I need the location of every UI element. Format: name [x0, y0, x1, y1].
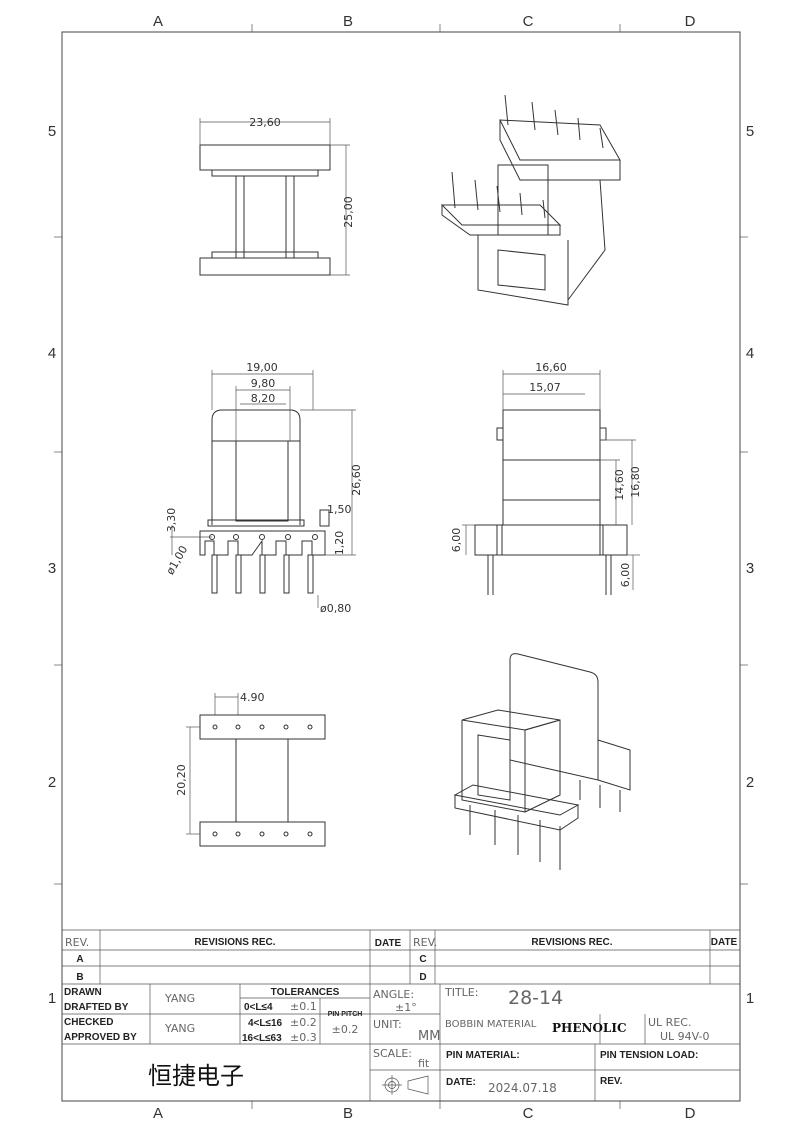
side-view — [462, 370, 640, 595]
tol2-range: 4<L≤16 — [248, 1018, 283, 1029]
pin-pitch-val: ±0.2 — [332, 1023, 359, 1036]
drafted-by-label: DRAFTED BY — [64, 1002, 129, 1013]
checked-label: CHECKED — [64, 1017, 113, 1028]
row-label-left: 4 — [48, 345, 56, 362]
rev-a: A — [76, 954, 83, 965]
rev-b: B — [76, 972, 83, 983]
column-label-bottom: B — [343, 1105, 353, 1122]
unit-label: UNIT: — [373, 1018, 402, 1031]
angle-label: ANGLE: — [373, 988, 414, 1001]
bobbin-material-value: PHENOLIC — [552, 1021, 627, 1035]
pin-pitch-label: PIN PITCH — [328, 1011, 363, 1018]
projection-symbol-icon — [382, 1075, 429, 1095]
rev-header-right: REV. — [413, 936, 437, 949]
column-label-top: D — [685, 13, 696, 30]
dim-top-width: 23,60 — [249, 116, 281, 129]
approved-name: YANG — [164, 1022, 195, 1035]
dim-pin-hole: ø1,00 — [164, 543, 191, 577]
row-label-right: 1 — [746, 990, 754, 1007]
row-label-left: 3 — [48, 560, 56, 577]
title-label: TITLE: — [444, 986, 478, 999]
row-label-right: 4 — [746, 345, 754, 362]
rev-field-label: REV. — [600, 1076, 623, 1087]
bottom-view — [186, 693, 326, 847]
frame-ticks — [54, 24, 748, 1109]
drawing-border — [61, 31, 741, 1102]
row-label-left: 2 — [48, 774, 56, 791]
row-label-left: 5 — [48, 123, 56, 140]
pin-material-label: PIN MATERIAL: — [446, 1050, 520, 1061]
unit-val: MM — [418, 1029, 440, 1044]
dim-side-left-offset: 6,00 — [450, 528, 463, 553]
rev-header-left: REV. — [65, 936, 89, 949]
dim-side-right-offset: 6,00 — [619, 563, 632, 588]
column-label-top: A — [153, 13, 163, 30]
column-label-bottom: D — [685, 1105, 696, 1122]
tolerances-label: TOLERANCES — [271, 987, 340, 998]
ul-rec-label: UL REC. — [648, 1016, 691, 1029]
row-label-right: 2 — [746, 774, 754, 791]
row-label-left: 1 — [48, 990, 56, 1007]
front-view — [170, 370, 356, 608]
column-label-bottom: C — [523, 1105, 534, 1122]
drawn-label: DRAWN — [64, 987, 102, 998]
scale-label: SCALE: — [373, 1047, 412, 1060]
angle-val: ±1° — [395, 1001, 417, 1014]
column-label-bottom: A — [153, 1105, 163, 1122]
column-label-top: B — [343, 13, 353, 30]
dim-front-inner1: 9,80 — [251, 377, 276, 390]
bobbin-material-label: BOBBIN MATERIAL — [445, 1019, 537, 1030]
tol1-val: ±0.1 — [290, 1000, 317, 1013]
date-value: 2024.07.18 — [488, 1081, 557, 1095]
dim-bottom-span: 20,20 — [175, 764, 188, 796]
dim-tab-width: 1,50 — [327, 503, 352, 516]
dim-bottom-pitch: 4.90 — [240, 691, 265, 704]
scale-val: fit — [418, 1057, 430, 1070]
date-header-left: DATE — [375, 938, 402, 949]
column-label-top: C — [523, 13, 534, 30]
dim-side-width: 16,60 — [535, 361, 567, 374]
date-field-label: DATE: — [446, 1077, 476, 1088]
rev-d: D — [419, 972, 426, 983]
revisions-header-right: REVISIONS REC. — [531, 937, 612, 948]
dim-side-h2: 16,80 — [629, 466, 642, 498]
title-value: 28-14 — [508, 987, 563, 1009]
dim-side-h1: 14,60 — [613, 469, 626, 501]
tol3-val: ±0.3 — [290, 1031, 317, 1044]
pin-tension-label: PIN TENSION LOAD: — [600, 1050, 698, 1061]
dim-top-height: 25,00 — [342, 196, 355, 228]
dim-front-height: 26,60 — [350, 464, 363, 496]
top-view — [199, 118, 350, 276]
dim-side-inner: 15,07 — [529, 381, 561, 394]
drafted-name: YANG — [164, 992, 195, 1005]
tol3-range: 16<L≤63 — [242, 1033, 282, 1044]
ul-rec-value: UL 94V-0 — [660, 1030, 710, 1043]
dim-base-height: 3,30 — [165, 508, 178, 533]
tol2-val: ±0.2 — [290, 1016, 317, 1029]
revisions-header-left: REVISIONS REC. — [194, 937, 275, 948]
dim-front-inner2: 8,20 — [251, 392, 276, 405]
row-label-right: 5 — [746, 123, 754, 140]
rev-c: C — [419, 954, 426, 965]
isometric-view-top — [440, 94, 621, 306]
isometric-view-bottom — [453, 653, 631, 870]
date-header-right: DATE — [711, 937, 738, 948]
title-block — [62, 929, 740, 1101]
row-label-right: 3 — [746, 560, 754, 577]
company-name: 恒捷电子 — [148, 1062, 244, 1090]
dim-pin-dia: ø0,80 — [320, 602, 351, 615]
dim-tab-height: 1,20 — [333, 531, 346, 556]
dim-front-width: 19,00 — [246, 361, 278, 374]
tol1-range: 0<L≤4 — [244, 1002, 273, 1013]
approved-by-label: APPROVED BY — [64, 1032, 137, 1043]
